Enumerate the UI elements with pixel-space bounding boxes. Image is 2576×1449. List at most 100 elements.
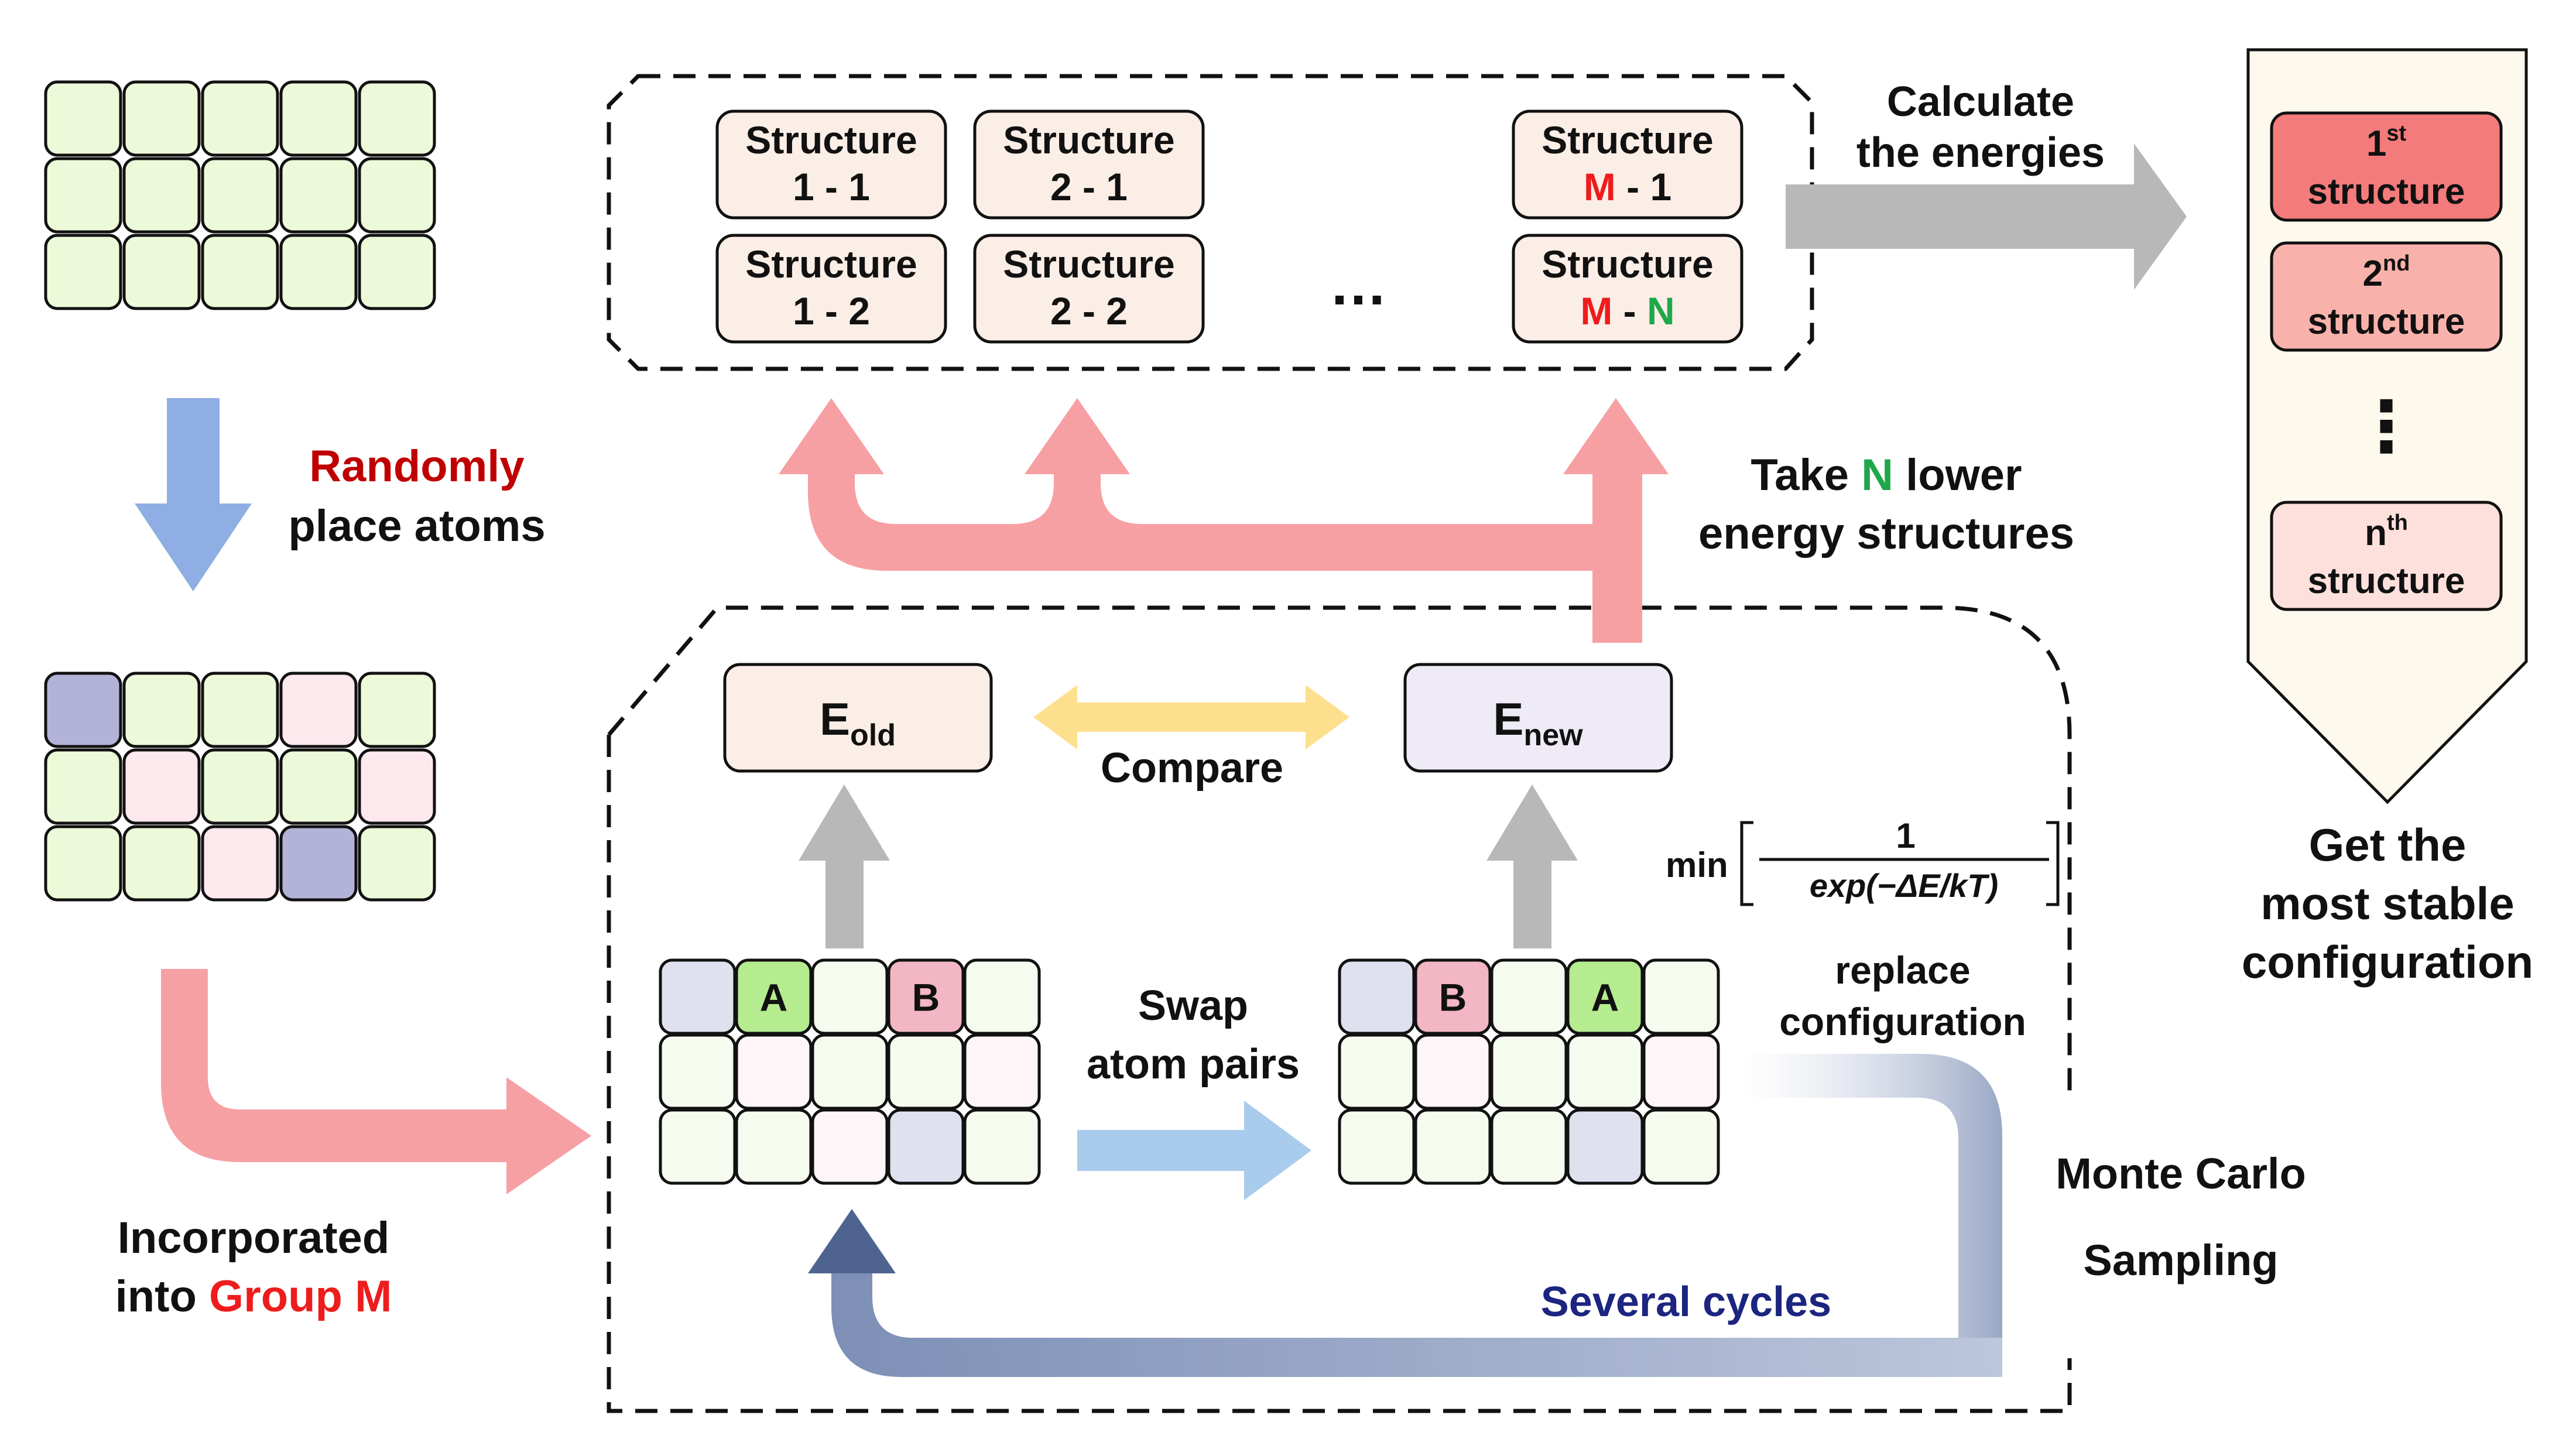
svg-text:2nd: 2nd bbox=[2363, 251, 2410, 294]
replace-arrow-icon bbox=[1742, 1054, 2002, 1344]
lattice-cell bbox=[358, 825, 436, 902]
lattice-cell bbox=[358, 80, 436, 157]
randomly-label: Randomly bbox=[309, 441, 524, 491]
group-m-label: Group M bbox=[209, 1272, 392, 1321]
lattice-cell bbox=[44, 748, 122, 825]
lattice-cell bbox=[1566, 958, 1644, 1035]
lattice-cell bbox=[1566, 1033, 1644, 1110]
structure-m-n: Structure M - N bbox=[1512, 234, 1743, 344]
lattice-cell bbox=[1642, 958, 1720, 1035]
structures-group-frame bbox=[607, 74, 1814, 371]
svg-text:1st: 1st bbox=[2366, 121, 2407, 164]
group-m-letter: M bbox=[1580, 289, 1612, 333]
configuration-label: configuration bbox=[1779, 1000, 2026, 1043]
structure-label: Structure bbox=[1542, 242, 1713, 286]
ellipsis: … bbox=[1329, 252, 1388, 317]
atom-label: B bbox=[912, 976, 940, 1019]
rank-1-structure: 1st structure bbox=[2270, 111, 2503, 222]
the-energies-label: the energies bbox=[1856, 129, 2105, 176]
calculate-arrow-icon bbox=[1786, 143, 2187, 290]
lattice-cell bbox=[358, 672, 436, 748]
down-arrow-icon bbox=[135, 398, 252, 591]
lattice-cell bbox=[279, 157, 358, 234]
replace-label: replace bbox=[1835, 948, 1970, 992]
rank-2-structure: 2nd structure bbox=[2270, 241, 2503, 352]
svg-text:structure: structure bbox=[2308, 302, 2465, 342]
structure-index: 2 - 2 bbox=[1050, 289, 1128, 333]
up-arrow-icon bbox=[799, 785, 890, 948]
take-n-lower-label: Take N lower bbox=[1751, 450, 2022, 500]
n-letter: N bbox=[1647, 289, 1675, 333]
cycle-loop-arrow-icon bbox=[831, 1268, 2002, 1377]
structure-label: Structure bbox=[1003, 118, 1174, 162]
monte-carlo-label: Monte Carlo bbox=[2056, 1149, 2306, 1198]
lattice-cell bbox=[44, 234, 122, 310]
monte-carlo-frame-lower bbox=[607, 735, 2072, 1413]
lattice-cell bbox=[279, 748, 358, 825]
structure-index: M - N bbox=[1580, 289, 1674, 333]
lattice-cell bbox=[201, 748, 279, 825]
lattice-cell bbox=[122, 157, 201, 234]
structure-2-1: Structure 2 - 1 bbox=[973, 109, 1205, 220]
structure-label: Structure bbox=[745, 118, 917, 162]
compare-label: Compare bbox=[1101, 745, 1283, 792]
incorporated-label: Incorporated bbox=[118, 1213, 390, 1263]
n-letter: N bbox=[1861, 450, 1893, 500]
lattice-cell bbox=[1414, 1108, 1492, 1185]
svg-text:nth: nth bbox=[2365, 511, 2408, 553]
svg-text:min: min bbox=[1666, 845, 1728, 885]
several-cycles-label: Several cycles bbox=[1541, 1279, 1831, 1325]
lattice-cell bbox=[1338, 1033, 1416, 1110]
lattice-cell bbox=[735, 1033, 813, 1110]
swap-label: Swap bbox=[1138, 982, 1248, 1029]
up-arrow-icon bbox=[808, 1209, 896, 1273]
lattice-cell bbox=[44, 157, 122, 234]
initial-lattice-grid bbox=[44, 80, 436, 310]
lattice-cell bbox=[201, 234, 279, 310]
structure-index: 1 - 1 bbox=[793, 165, 870, 208]
structure-index: M - 1 bbox=[1584, 165, 1671, 208]
monte-carlo-frame bbox=[607, 605, 2072, 1098]
energy-structures-label: energy structures bbox=[1698, 509, 2074, 559]
lattice-cell bbox=[887, 958, 965, 1035]
configuration-final-label: configuration bbox=[2242, 936, 2533, 988]
into-group-label: into Group M bbox=[115, 1272, 392, 1321]
lattice-cell bbox=[122, 234, 201, 310]
lattice-cell bbox=[122, 80, 201, 157]
structure-1-1: Structure 1 - 1 bbox=[715, 109, 947, 220]
lattice-cell bbox=[1490, 1033, 1568, 1110]
lattice-cell bbox=[1414, 958, 1492, 1035]
svg-text:Enew: Enew bbox=[1493, 693, 1583, 752]
lattice-cell bbox=[811, 1033, 889, 1110]
swap-arrow-icon bbox=[1077, 1101, 1311, 1200]
structure-1-2: Structure 1 - 2 bbox=[715, 234, 947, 344]
lattice-cell bbox=[1490, 1108, 1568, 1185]
lattice-cell bbox=[201, 825, 279, 902]
lattice-cell bbox=[811, 958, 889, 1035]
structure-index: 1 - 2 bbox=[793, 289, 870, 333]
lattice-cell bbox=[887, 1033, 965, 1110]
lattice-cell bbox=[358, 748, 436, 825]
lattice-cell bbox=[735, 958, 813, 1035]
atom-pairs-label: atom pairs bbox=[1087, 1041, 1300, 1088]
lattice-cell bbox=[122, 672, 201, 748]
structure-label: Structure bbox=[1003, 242, 1174, 286]
structure-label: Structure bbox=[1542, 118, 1713, 162]
lattice-cell bbox=[659, 958, 737, 1035]
lattice-cell bbox=[279, 80, 358, 157]
svg-text:structure: structure bbox=[2308, 561, 2465, 601]
atom-label: A bbox=[760, 976, 788, 1019]
lattice-cell bbox=[122, 748, 201, 825]
lattice-cell bbox=[358, 157, 436, 234]
lattice-cell bbox=[1642, 1108, 1720, 1185]
lattice-cell bbox=[1338, 1108, 1416, 1185]
e-new-box: Enew bbox=[1403, 663, 1673, 773]
lattice-cell bbox=[201, 157, 279, 234]
lattice-cell bbox=[44, 825, 122, 902]
lattice-cell bbox=[1642, 1033, 1720, 1110]
lattice-cell bbox=[963, 1108, 1041, 1185]
structure-label: Structure bbox=[745, 242, 917, 286]
calculate-label: Calculate bbox=[1887, 78, 2074, 125]
svg-text:Eold: Eold bbox=[820, 693, 896, 752]
